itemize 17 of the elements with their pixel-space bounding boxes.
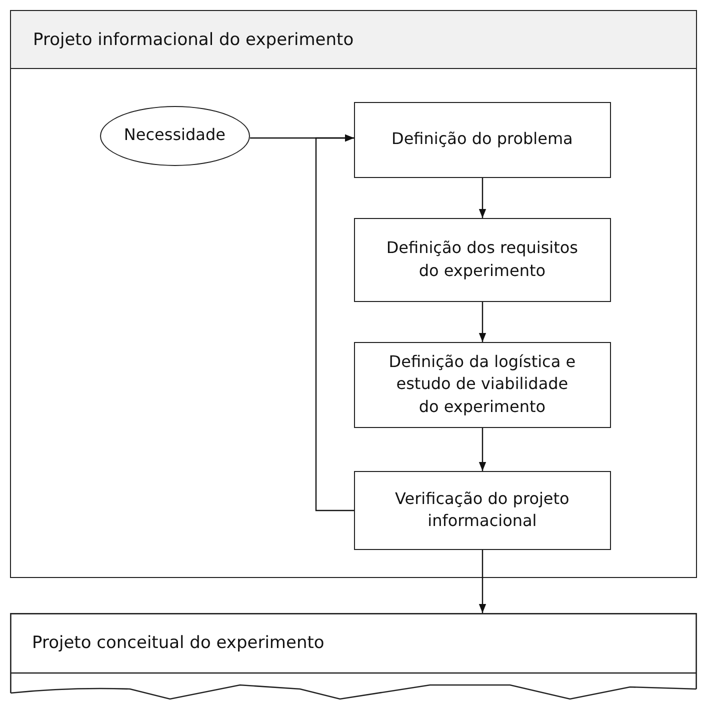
box-text: Definição do problema — [392, 128, 573, 150]
section-heading: Projeto informacional do experimento — [33, 30, 354, 50]
arrow — [478, 178, 486, 218]
arrow — [478, 428, 486, 471]
arrow — [478, 550, 486, 613]
box-text: Definição dos requisitos do experimento — [385, 237, 580, 282]
arrow — [315, 134, 354, 512]
arrow — [478, 302, 486, 342]
box-text: Definição da logística e estudo de viabilidade do experimento — [388, 351, 577, 418]
process-box — [354, 102, 611, 178]
box-text: Verificação do projeto informacional — [394, 488, 570, 532]
box-text: Necessidade — [124, 124, 226, 146]
process-box — [354, 218, 611, 302]
section-heading: Projeto conceitual do experimento — [32, 633, 324, 653]
process-box — [354, 342, 611, 428]
process-box — [354, 470, 611, 550]
section-panel — [10, 10, 697, 578]
